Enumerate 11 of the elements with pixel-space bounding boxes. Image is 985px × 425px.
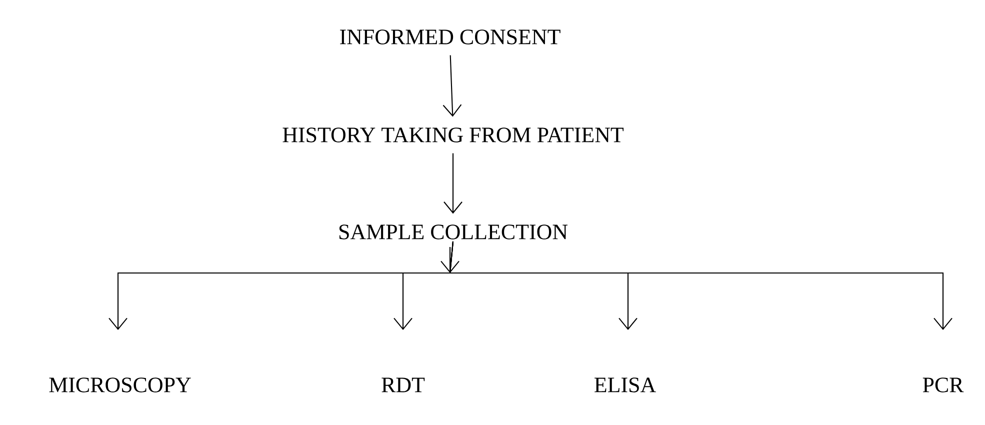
step-label: PCR	[922, 378, 964, 392]
step-label: INFORMED CONSENT	[340, 30, 560, 44]
arrow	[444, 153, 462, 214]
step-label: ELISA	[594, 378, 656, 392]
step-label: SAMPLE COLLECTION	[339, 224, 568, 240]
arrow	[449, 241, 952, 330]
arrow	[440, 247, 460, 273]
step-label: RDT	[382, 378, 425, 392]
arrow	[442, 55, 462, 117]
step-label: HISTORY TAKING FROM PATIENT	[282, 128, 624, 142]
step-label: MICROSCOPY	[49, 378, 191, 392]
